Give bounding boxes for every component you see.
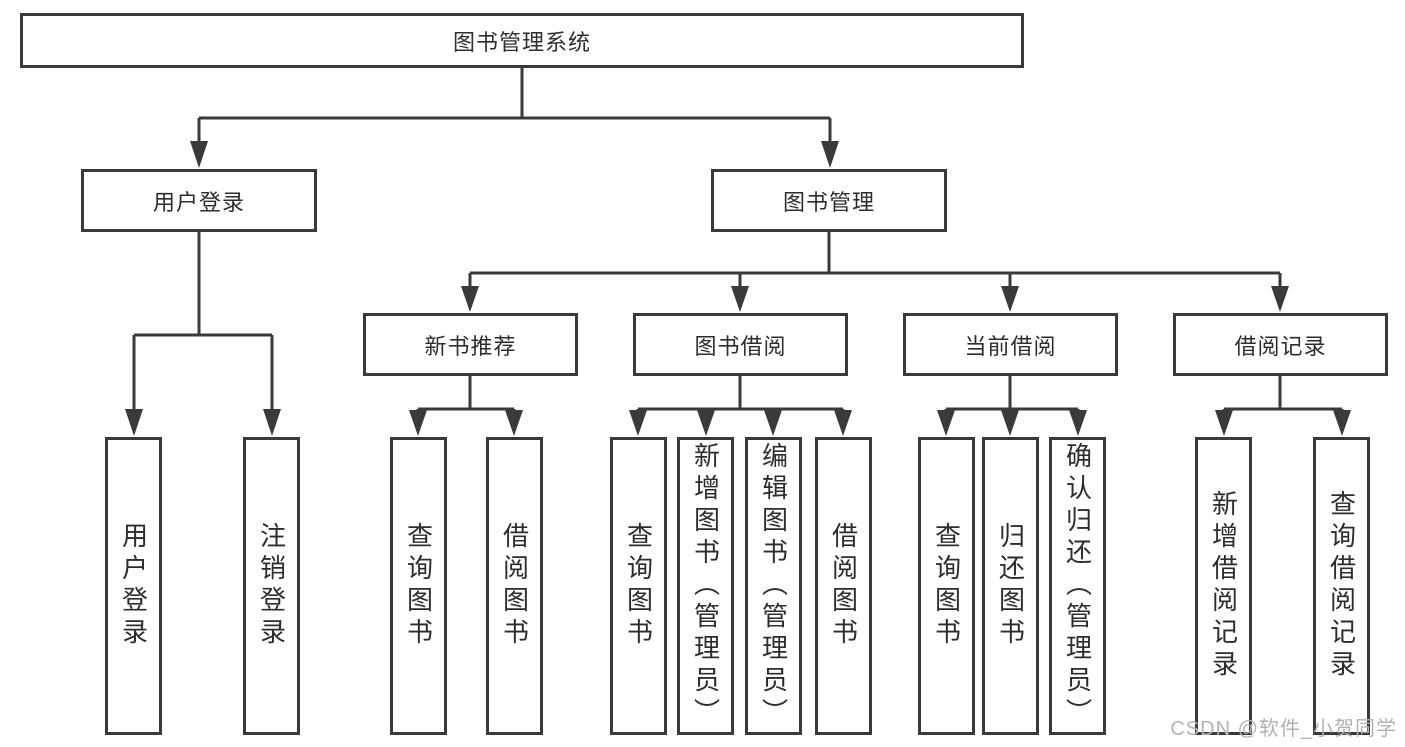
node-root-label: 图书管理系统 — [452, 29, 591, 55]
node-current-borrow: 当前借阅 — [903, 313, 1118, 376]
node-book-management-branch-label: 图书管理 — [782, 189, 875, 215]
leaf-borrow-borrow-books: 借阅图书 — [815, 437, 872, 735]
leaf-borrow-add-books-admin-label: 新增图书（管理员） — [690, 442, 721, 730]
leaf-newbook-query-books-label: 查询图书 — [403, 522, 434, 650]
node-user-login-branch-label: 用户登录 — [152, 189, 245, 215]
csdn-watermark: CSDN @软件_小贺同学 — [1170, 718, 1397, 740]
node-borrow-records-label: 借阅记录 — [1234, 333, 1327, 359]
leaf-current-return-books-label: 归还图书 — [995, 522, 1026, 650]
connector-records-group — [1222, 376, 1344, 412]
node-new-book-recommend: 新书推荐 — [363, 313, 578, 376]
leaf-logout-label: 注销登录 — [256, 522, 287, 650]
leaf-current-query-books: 查询图书 — [918, 437, 975, 735]
leaf-user-login: 用户登录 — [105, 437, 162, 735]
leaf-records-query-record-label: 查询借阅记录 — [1326, 490, 1357, 682]
connector-newbook-group — [416, 376, 516, 412]
node-current-borrow-label: 当前借阅 — [964, 333, 1057, 359]
leaf-current-query-books-label: 查询图书 — [931, 522, 962, 650]
leaf-borrow-edit-books-admin-label: 编辑图书（管理员） — [758, 442, 789, 730]
leaf-user-login-label: 用户登录 — [118, 522, 149, 650]
leaf-borrow-edit-books-admin: 编辑图书（管理员） — [745, 437, 802, 735]
leaf-borrow-query-books: 查询图书 — [610, 437, 667, 735]
connector-root-to-level2 — [197, 68, 832, 144]
node-root: 图书管理系统 — [20, 13, 1024, 68]
node-borrow-records: 借阅记录 — [1173, 313, 1388, 376]
node-user-login-branch: 用户登录 — [81, 169, 317, 232]
leaf-newbook-borrow-books-label: 借阅图书 — [499, 522, 530, 650]
node-book-borrow: 图书借阅 — [633, 313, 848, 376]
leaf-current-confirm-return-admin: 确认归还（管理员） — [1049, 437, 1106, 735]
connector-borrow-group — [636, 376, 845, 412]
connector-book-branch — [468, 232, 1282, 288]
node-new-book-recommend-label: 新书推荐 — [424, 333, 517, 359]
leaf-records-query-record: 查询借阅记录 — [1313, 437, 1370, 735]
leaf-borrow-add-books-admin: 新增图书（管理员） — [677, 437, 734, 735]
connector-current-group — [944, 376, 1080, 412]
leaf-records-add-record: 新增借阅记录 — [1195, 437, 1252, 735]
leaf-records-add-record-label: 新增借阅记录 — [1208, 490, 1239, 682]
leaf-borrow-query-books-label: 查询图书 — [623, 522, 654, 650]
leaf-logout: 注销登录 — [243, 437, 300, 735]
node-book-borrow-label: 图书借阅 — [694, 333, 787, 359]
leaf-newbook-borrow-books: 借阅图书 — [486, 437, 543, 735]
leaf-current-confirm-return-admin-label: 确认归还（管理员） — [1062, 442, 1093, 730]
leaf-current-return-books: 归还图书 — [982, 437, 1039, 735]
connector-user-branch — [132, 232, 274, 412]
leaf-borrow-borrow-books-label: 借阅图书 — [828, 522, 859, 650]
leaf-newbook-query-books: 查询图书 — [390, 437, 447, 735]
node-book-management-branch: 图书管理 — [711, 169, 947, 232]
